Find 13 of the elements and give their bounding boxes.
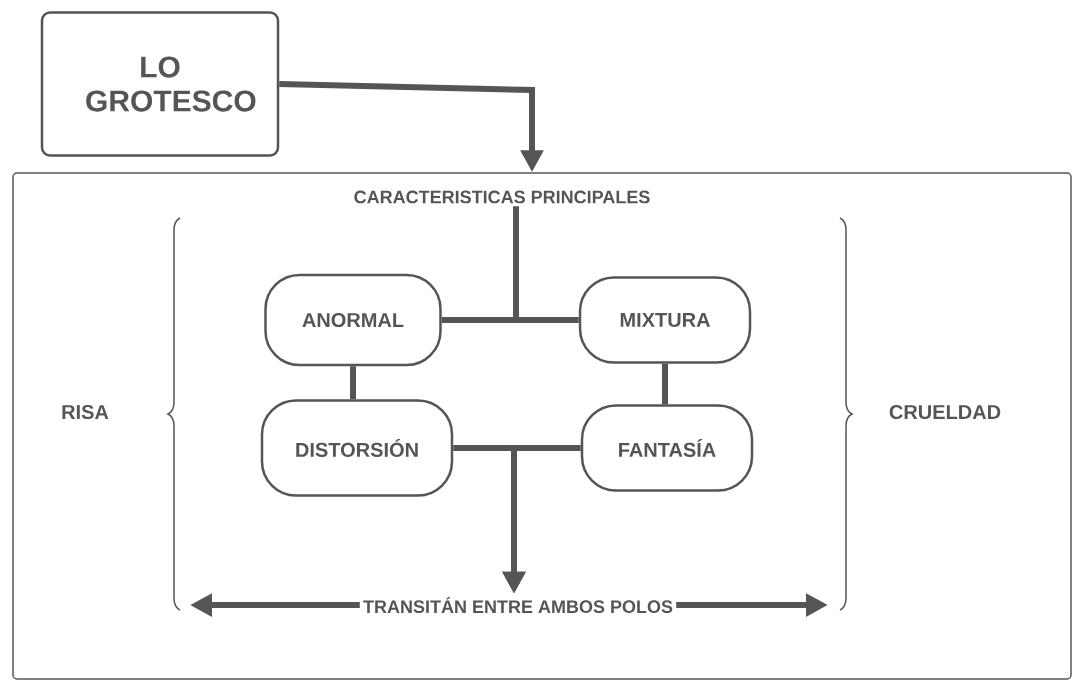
- connector: [662, 363, 668, 405]
- bare-text: TRANSITÁN ENTRE AMBOS POLOS: [363, 596, 673, 614]
- rounded-box: FANTASÍA: [580, 404, 754, 492]
- bare-text: CARACTERISTICAS PRINCIPALES: [354, 190, 650, 204]
- title-box: LO GROTESCO: [40, 11, 280, 157]
- rounded-box: MIXTURA: [578, 276, 752, 364]
- frame-box: [12, 172, 1072, 680]
- rounded-box: ANORMAL: [264, 273, 442, 367]
- connector: [350, 366, 356, 400]
- connector: [513, 206, 579, 323]
- rounded-box: DISTORSIÓN: [260, 399, 454, 497]
- side-label: RISA: [62, 404, 109, 420]
- side-label: CRUELDAD: [889, 404, 1001, 420]
